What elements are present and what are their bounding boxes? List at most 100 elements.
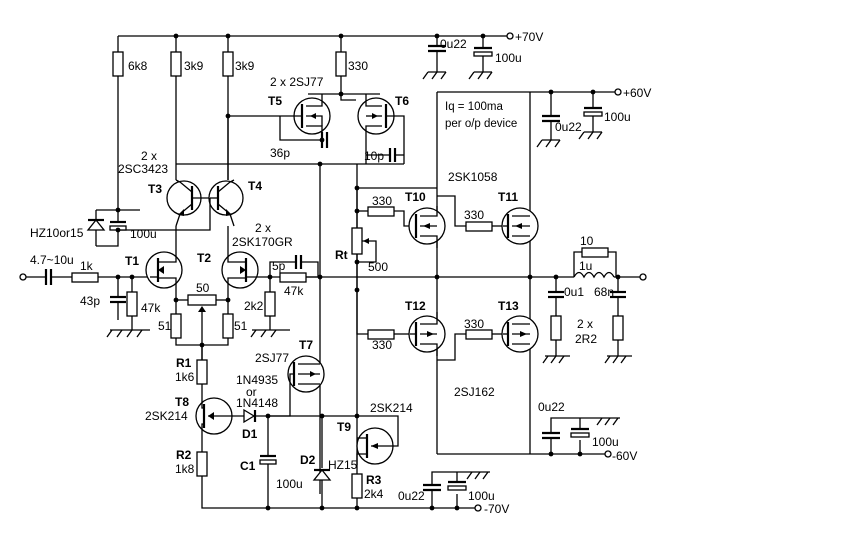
cap-0u22-70v-value: 0u22 [440, 37, 467, 51]
mosfet-t10 [408, 206, 446, 248]
ground-input [106, 329, 150, 338]
res-51-left [170, 300, 202, 346]
t3-t4-type-line2: 2SC3423 [118, 162, 168, 176]
cap-100u-zener-value: 100u [130, 227, 157, 241]
d2-ref: D2 [300, 453, 316, 467]
t1-ref: T1 [125, 254, 139, 268]
cap-100u-60v [578, 92, 603, 140]
wire-330-to-mirror [340, 94, 356, 101]
c1-ref: C1 [240, 459, 256, 473]
cap-5p-value: 5p [272, 259, 286, 273]
jfet-t1 [145, 226, 183, 300]
cap-10p [366, 148, 404, 162]
jfet-t9 [356, 415, 399, 470]
res-10-value: 10 [580, 234, 594, 248]
res-3k9-left [170, 36, 182, 180]
t9-type: 2SK214 [370, 401, 413, 415]
t7-type: 2SJ77 [255, 351, 289, 365]
c1-value: 100u [276, 477, 303, 491]
res-3k9-left-value: 3k9 [184, 59, 204, 73]
cap-0u22-minus60v-value: 0u22 [538, 400, 565, 414]
res-3k9-right-value: 3k9 [235, 59, 255, 73]
rail-label-minus-60v: -60V [612, 449, 637, 463]
res-2k2 [250, 277, 290, 338]
cap-100u-70v-value: 100u [495, 51, 522, 65]
zobel-res-type-line2: 2R2 [575, 332, 597, 346]
r2-value: 1k8 [175, 462, 195, 476]
wire-t12-source-to-t13 [437, 333, 466, 361]
rail-label-minus-70v: -70V [484, 502, 509, 516]
r2-ref: R2 [176, 448, 192, 462]
res-2k2-value: 2k2 [244, 299, 264, 313]
rail-label-plus-70v: +70V [515, 30, 543, 44]
cap-36p-value: 36p [270, 146, 290, 160]
inductor-1u [573, 271, 647, 281]
res-6k8-value: 6k8 [128, 59, 148, 73]
t3-ref: T3 [148, 182, 162, 196]
t10-ref: T10 [405, 190, 426, 204]
rail-minus-70v [204, 504, 482, 512]
cap-68n-zobel [604, 277, 632, 364]
cap-68n-value: 68n [594, 285, 614, 299]
res-51-left-value: 51 [158, 319, 172, 333]
cap-10p-value: 10p [364, 149, 384, 163]
res-1k [71, 272, 150, 283]
cap-input-value: 4.7~10u [30, 253, 74, 267]
inductor-1u-value: 1u [579, 259, 592, 273]
res-330-t13-value: 330 [464, 317, 484, 331]
t12-t13-type: 2SJ162 [454, 385, 495, 399]
rail-plus-60v [437, 88, 622, 96]
cap-43p [110, 277, 126, 320]
r3-value: 2k4 [364, 487, 384, 501]
res-330-t12-value: 330 [372, 338, 392, 352]
zener-d2 [312, 416, 332, 508]
res-47k-input-value: 47k [141, 301, 161, 315]
t2-ref: T2 [197, 251, 211, 265]
res-47k-feedback-value: 47k [284, 284, 304, 298]
t5-ref: T5 [268, 94, 282, 108]
mosfet-t5 [228, 94, 331, 140]
d2-value: HZ15 [328, 458, 358, 472]
cap-100u-60v-value: 100u [604, 110, 631, 124]
res-330-t13-gate [465, 329, 503, 340]
cap-c1 [259, 416, 277, 508]
rt-value: 500 [368, 260, 388, 274]
mosfet-t13 [501, 315, 539, 353]
wire-t12-bias [356, 290, 368, 335]
t9-ref: T9 [337, 420, 351, 434]
cap-0u22-minus60v [542, 417, 600, 454]
r1-value: 1k6 [175, 370, 195, 384]
t8-ref: T8 [175, 395, 189, 409]
iq-note-line1: Iq = 100ma [445, 101, 503, 113]
res-330-t10-gate [357, 206, 410, 227]
cap-0u22-60v-value: 0u22 [555, 120, 582, 134]
t1-t2-type-line1: 2 x [255, 221, 271, 235]
bjt-t3 [166, 179, 210, 227]
zobel-res-type-line1: 2 x [577, 317, 593, 331]
zener-hz10-type: HZ10or15 [30, 226, 84, 240]
t8-type: 2SK214 [145, 409, 188, 423]
cap-0u1-value: 0u1 [564, 285, 584, 299]
r1-ref: R1 [176, 356, 192, 370]
res-r2 [196, 450, 208, 509]
bjt-t4 [118, 179, 244, 231]
d1-ref: D1 [242, 427, 258, 441]
res-51-right-value: 51 [234, 319, 248, 333]
d1-type-line2: or [246, 385, 257, 399]
input-terminal [19, 273, 46, 281]
res-47k-input [126, 277, 138, 330]
cap-100u-minus70v-value: 100u [468, 489, 495, 503]
t13-ref: T13 [498, 299, 519, 313]
res-330-t11-value: 330 [464, 208, 484, 222]
t7-ref: T7 [299, 338, 313, 352]
t5-t6-type: 2 x 2SJ77 [270, 75, 324, 89]
cap-0u22-minus70v-value: 0u22 [398, 489, 425, 503]
rt-ref: Rt [335, 248, 348, 262]
res-r1 [196, 345, 208, 396]
t12-ref: T12 [405, 299, 426, 313]
rail-minus-60v [437, 450, 612, 458]
cap-100u-minus60v-value: 100u [592, 435, 619, 449]
res-10-output [573, 247, 617, 277]
res-330-t10-value: 330 [372, 194, 392, 208]
res-47k-feedback [279, 272, 437, 283]
